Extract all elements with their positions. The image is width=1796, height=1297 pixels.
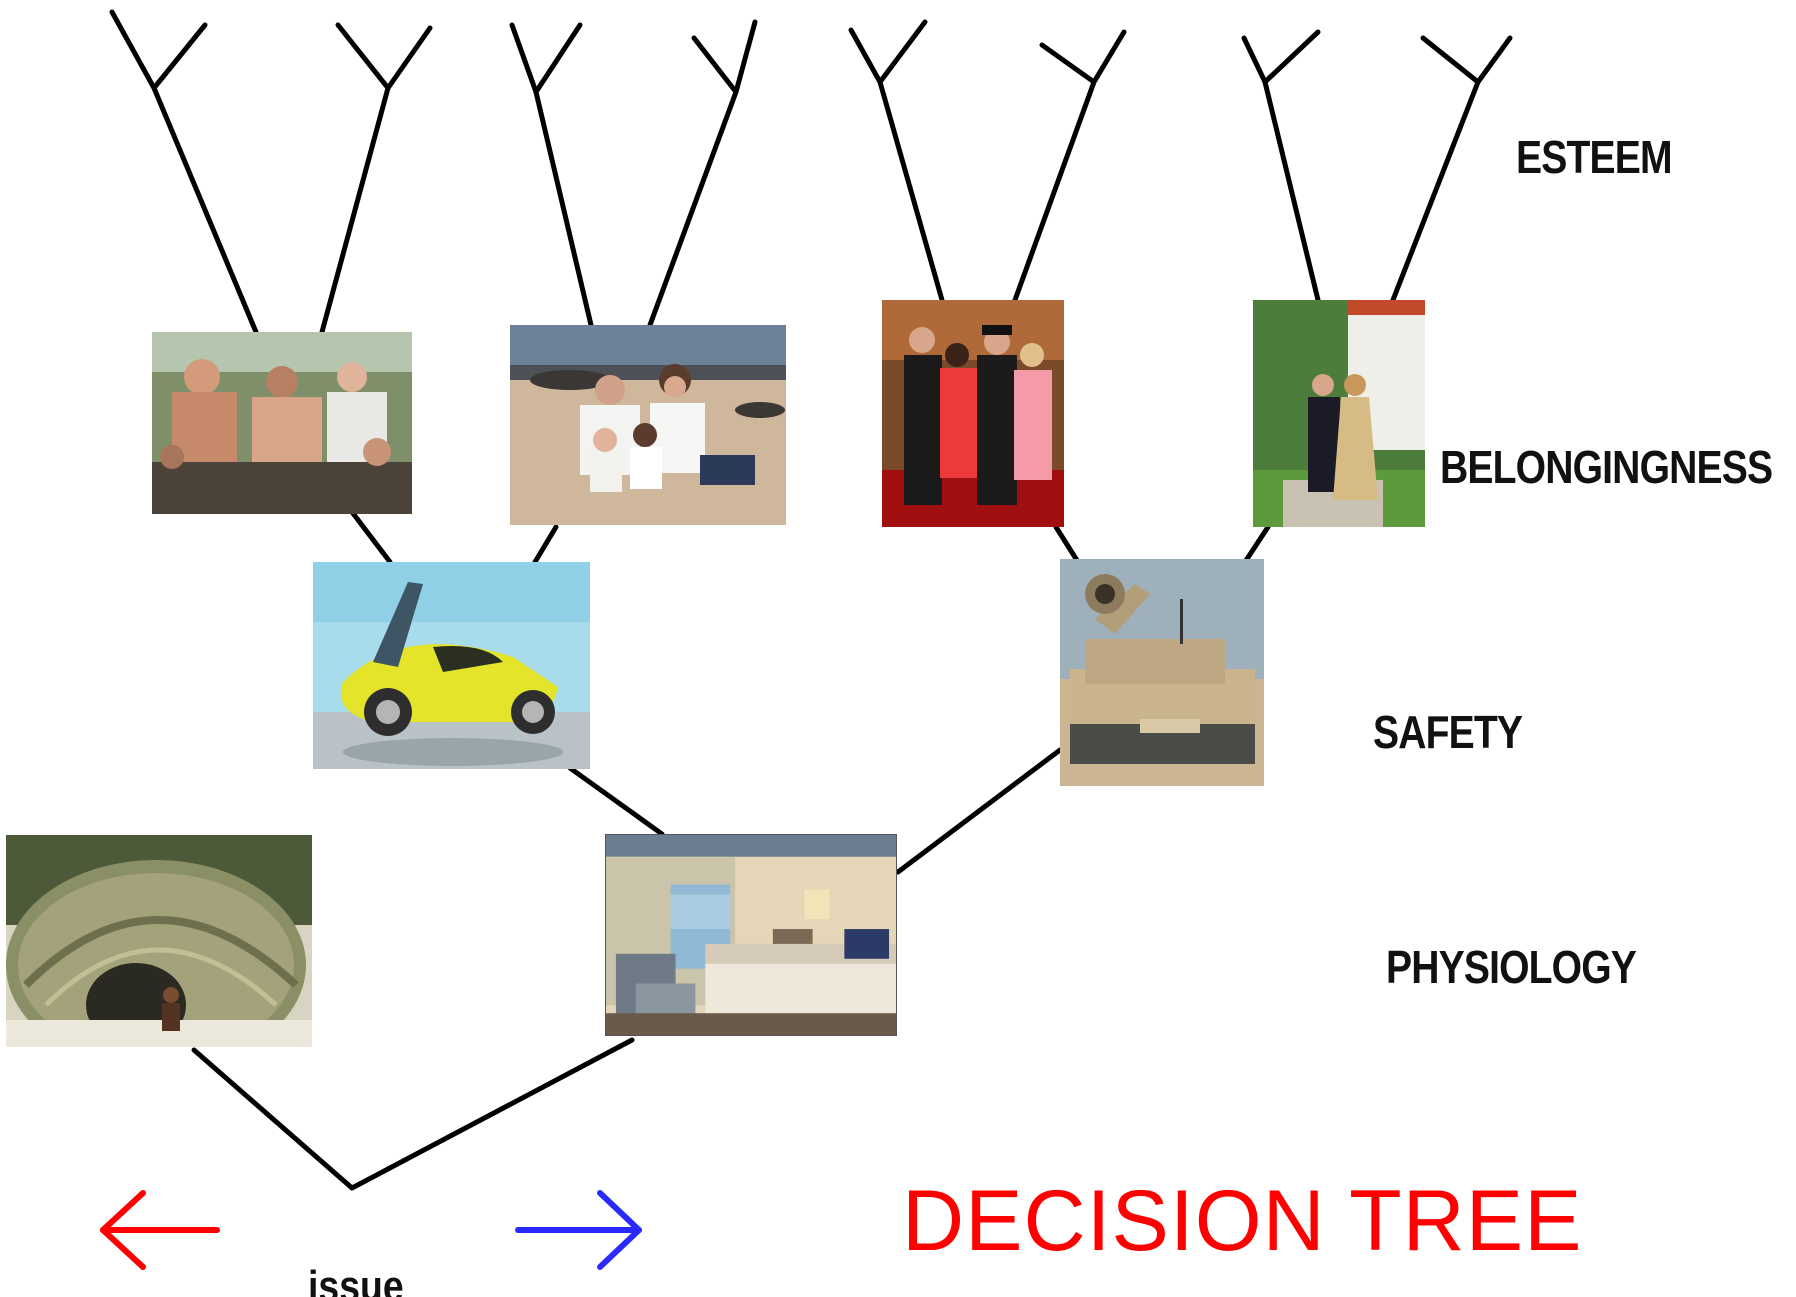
photo-army-tank	[1060, 559, 1264, 786]
fork-2a	[509, 22, 583, 95]
photo-formal-couple	[1253, 300, 1425, 527]
branch-root-right	[349, 1037, 635, 1191]
branch-car-to-crowd	[349, 509, 393, 565]
branch-family-right	[647, 89, 739, 328]
branch-crowd-left	[151, 85, 259, 335]
branch-family-left	[533, 89, 594, 328]
fork-3b	[1039, 29, 1127, 85]
photo-family-beach	[510, 325, 786, 525]
branch-tank-to-formal	[1242, 524, 1271, 565]
branch-formal-right	[1390, 79, 1481, 303]
issue-label: issue	[308, 1262, 404, 1297]
photo-crowd-party	[152, 332, 412, 514]
fork-3a	[848, 19, 928, 85]
level-label-physiology: PHYSIOLOGY	[1386, 941, 1637, 993]
fork-4a	[1241, 29, 1321, 85]
photo-concept-car	[313, 562, 590, 769]
fork-4b	[1420, 35, 1513, 85]
photo-hotel-room	[605, 834, 897, 1036]
photo-brush-shelter	[6, 835, 312, 1047]
branch-root-left	[191, 1047, 355, 1191]
right-arrow	[515, 1190, 642, 1270]
branch-formal-left	[1262, 79, 1321, 303]
level-label-esteem: ESTEEM	[1516, 131, 1673, 183]
branch-crowd-right	[319, 85, 391, 335]
level-label-safety: SAFETY	[1373, 706, 1523, 758]
photo-couples-evening	[882, 300, 1064, 527]
branch-couples-right	[1012, 79, 1097, 303]
fork-1a	[109, 9, 208, 91]
diagram-title: DECISION TREE	[902, 1173, 1583, 1269]
branch-car-to-family	[532, 524, 559, 565]
fork-2b	[691, 19, 758, 95]
branch-hotel-to-car	[567, 765, 665, 837]
branch-hotel-to-tank	[895, 747, 1063, 875]
branch-couples-left	[877, 79, 945, 303]
left-arrow	[100, 1190, 220, 1270]
level-label-belongingness: BELONGINGNESS	[1440, 441, 1773, 493]
fork-1b	[335, 22, 433, 91]
branch-tank-to-couples	[1053, 524, 1081, 565]
